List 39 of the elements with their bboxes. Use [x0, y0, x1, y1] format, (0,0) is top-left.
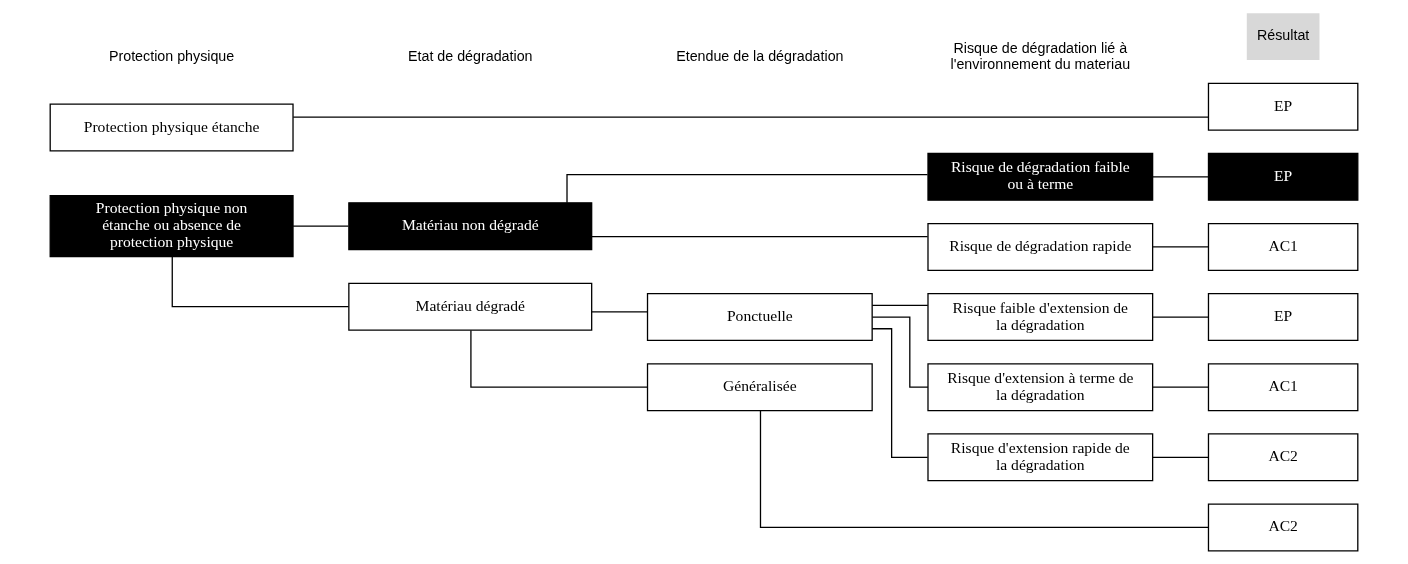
node-box: Protection physique étanche: [49, 103, 294, 152]
node-box: Risque d'extension rapide de la dégradation: [927, 433, 1154, 482]
label: Protection physique: [108, 47, 235, 64]
connector: [1152, 176, 1210, 178]
connector: [1152, 386, 1210, 388]
node-box: Matériau non dégradé: [348, 202, 593, 251]
node-box: Protection physique non étanche ou absence de protection physique: [49, 195, 294, 258]
label: Etat de dégradation: [408, 47, 533, 64]
node-box: AC1: [1207, 222, 1359, 271]
connector: [1152, 246, 1210, 248]
node-box: AC2: [1207, 503, 1359, 552]
connector: [292, 225, 350, 227]
node-box: Risque d'extension à terme de la dégradation: [927, 363, 1154, 412]
node-box: Ponctuelle: [646, 293, 873, 342]
node-box: EP: [1207, 152, 1359, 201]
connector: [1152, 456, 1210, 458]
connector: [759, 410, 1209, 529]
connector: [1152, 316, 1210, 318]
node-box: EP: [1207, 82, 1359, 131]
node-box: AC2: [1207, 433, 1359, 482]
connector: [591, 311, 648, 313]
label: Résultat: [1256, 27, 1310, 44]
node-box: Risque de dégradation rapide: [927, 222, 1154, 271]
connector: [171, 256, 350, 308]
node-box: EP: [1207, 293, 1359, 342]
connector: [871, 316, 929, 388]
connector: [591, 235, 929, 238]
node-box: Risque faible d'extension de la dégradation: [927, 293, 1154, 342]
node-box: Généralisée: [646, 363, 873, 412]
connector: [871, 328, 929, 458]
label: Risque de dégradation lié à l'environnement du materiau: [950, 40, 1131, 72]
label: Etendue de la dégradation: [676, 47, 844, 64]
node-box: Matériau dégradé: [348, 282, 593, 331]
node-box: AC1: [1207, 363, 1359, 412]
connector: [470, 329, 648, 388]
connector: [292, 116, 1210, 118]
node-box: Risque de dégradation faible ou à terme: [927, 152, 1154, 201]
connector: [871, 304, 929, 306]
connector: [566, 173, 929, 204]
